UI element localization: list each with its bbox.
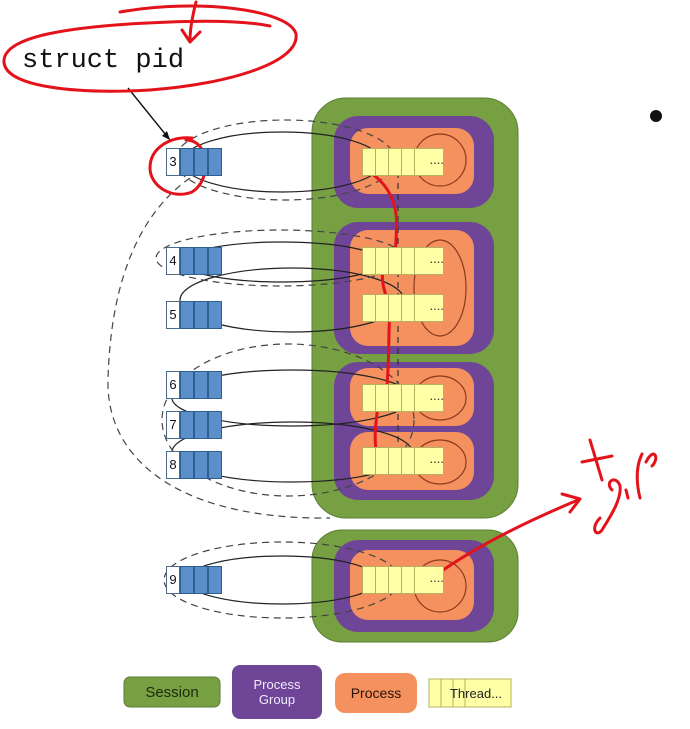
pid-number: 3 — [166, 148, 180, 176]
legend-thread-label: Thread... — [449, 685, 503, 701]
thread-ellipsis: .... — [429, 388, 444, 403]
thread-row: .... — [362, 148, 446, 176]
pid-number: 9 — [166, 566, 180, 594]
thread-row: .... — [362, 447, 446, 475]
thread-row: .... — [362, 247, 446, 275]
legend-process-swatch — [335, 673, 417, 713]
legend-thread-swatch — [428, 678, 512, 708]
pid-entry: 5 — [166, 301, 222, 329]
bullet-point — [650, 110, 662, 122]
legend-session-label: Session — [145, 683, 199, 701]
pid-number: 5 — [166, 301, 180, 329]
pid-entry: 3 — [166, 148, 222, 176]
pid-number: 8 — [166, 451, 180, 479]
pid-number: 4 — [166, 247, 180, 275]
thread-ellipsis: .... — [429, 251, 444, 266]
thread-ellipsis: .... — [429, 570, 444, 585]
pid-entry: 8 — [166, 451, 222, 479]
pid-entry: 4 — [166, 247, 222, 275]
thread-ellipsis: .... — [429, 152, 444, 167]
thread-row: .... — [362, 384, 446, 412]
legend-process-group-swatch — [232, 665, 322, 719]
legend-process-group-line1: Process — [253, 677, 301, 692]
legend-session-swatch — [123, 676, 221, 708]
pid-entry: 6 — [166, 371, 222, 399]
legend-process-group: Process Group — [232, 669, 322, 715]
legend-thread-dividers — [440, 679, 466, 707]
legend-process-group-line2: Group — [258, 692, 296, 707]
pid-entry: 7 — [166, 411, 222, 439]
thread-ellipsis: .... — [429, 451, 444, 466]
pid-entry: 9 — [166, 566, 222, 594]
pid-number: 7 — [166, 411, 180, 439]
pid-number: 6 — [166, 371, 180, 399]
thread-row: .... — [362, 294, 446, 322]
pointer-arrow — [127, 87, 171, 141]
thread-ellipsis: .... — [429, 298, 444, 313]
struct-pid-title: struct pid — [22, 46, 185, 76]
legend-process-label: Process — [350, 685, 402, 701]
thread-row: .... — [362, 566, 446, 594]
